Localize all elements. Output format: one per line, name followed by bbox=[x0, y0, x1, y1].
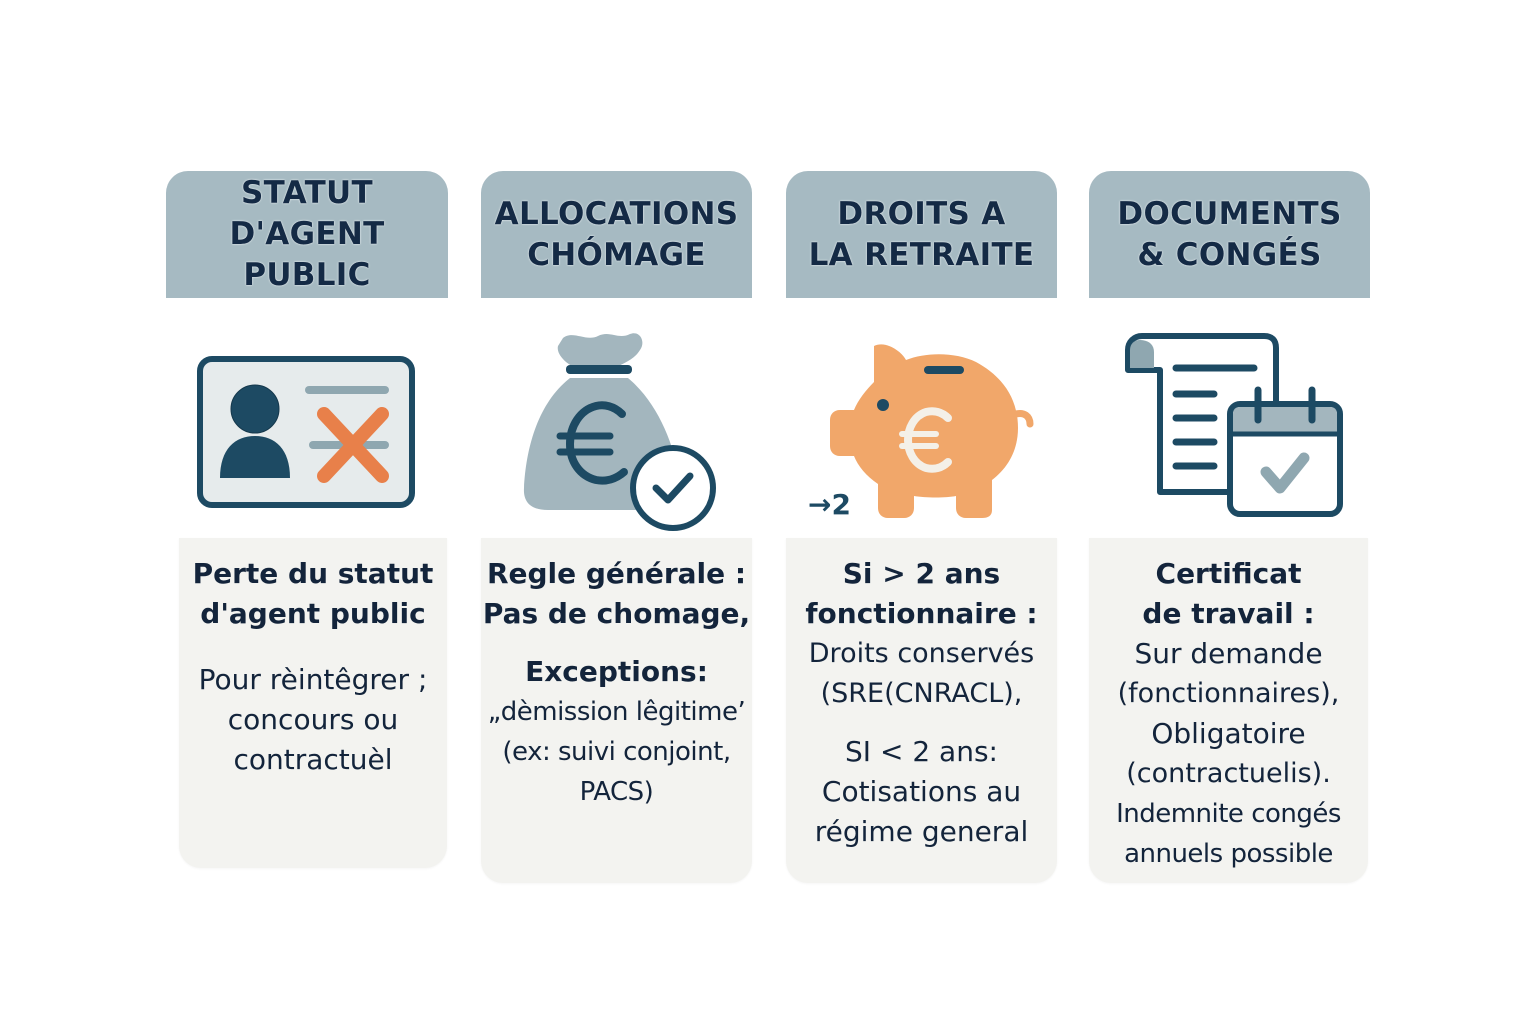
card-body-line: „dèmission lêgitime’ bbox=[487, 697, 746, 727]
card-subtitle: SI < 2 ans: bbox=[845, 735, 998, 768]
card-body-line: (contractuelis). bbox=[1126, 758, 1331, 789]
card-title-line: d'agent public bbox=[200, 597, 426, 630]
header-documents-conges: DOCUMENTS & CONGÉS bbox=[1089, 171, 1370, 298]
header-allocations-chomage: ALLOCATIONS CHÓMAGE bbox=[481, 171, 752, 298]
card-body-line: (ex: suivi conjoint, bbox=[502, 737, 731, 767]
header-line-1: STATUT bbox=[241, 175, 373, 211]
header-line-1: DOCUMENTS bbox=[1117, 195, 1342, 232]
arrow-two-label: →2 bbox=[808, 488, 851, 521]
card-retraite: Si > 2 ans fonctionnaire : Droits conser… bbox=[786, 538, 1057, 883]
card-subtitle: Exceptions: bbox=[525, 655, 708, 688]
card-body-line: régime general bbox=[814, 815, 1029, 848]
card-title-line: Regle générale : bbox=[486, 557, 747, 590]
card-body-line: PACS) bbox=[579, 777, 654, 807]
header-statut-agent-public: STATUT D'AGENT PUBLIC bbox=[166, 171, 448, 298]
header-line-2: & CONGÉS bbox=[1137, 236, 1322, 273]
card-body-line: Indemnite congés bbox=[1116, 799, 1341, 829]
card-body-line: concours ou bbox=[227, 703, 399, 736]
card-body-line: (SRE(CNRACL), bbox=[820, 678, 1023, 709]
card-body-line: Droits conservés bbox=[808, 638, 1035, 669]
card-body-line: Obligatoire bbox=[1151, 717, 1306, 750]
card-body-line: contractuèl bbox=[233, 743, 393, 776]
header-droits-retraite: DROITS A LA RETRAITE bbox=[786, 171, 1057, 298]
card-body-line: Pour rèintêgrer ; bbox=[198, 663, 428, 696]
header-line-2: D'AGENT PUBLIC bbox=[229, 216, 385, 293]
card-title-line: de travail : bbox=[1142, 597, 1315, 630]
header-line-2: CHÓMAGE bbox=[527, 236, 706, 273]
id-card-revoked-icon bbox=[197, 356, 417, 512]
header-line-1: ALLOCATIONS bbox=[494, 195, 739, 232]
money-bag-check-icon bbox=[518, 328, 723, 537]
card-allocations: Regle générale : Pas de chomage, Excepti… bbox=[481, 538, 752, 883]
card-body-line: Sur demande bbox=[1134, 637, 1323, 670]
header-line-1: DROITS A bbox=[837, 195, 1006, 232]
card-title-line: Si > 2 ans bbox=[842, 557, 1001, 590]
card-title-line: fonctionnaire : bbox=[805, 597, 1038, 630]
card-documents: Certificat de travail : Sur demande (fon… bbox=[1089, 538, 1368, 883]
card-title-line: Pas de chomage, bbox=[482, 597, 751, 630]
card-body-line: (fonctionnaires), bbox=[1117, 678, 1340, 709]
header-line-2: LA RETRAITE bbox=[808, 236, 1035, 273]
card-statut: Perte du statut d'agent public Pour rèin… bbox=[179, 538, 447, 868]
card-body-line: annuels possible bbox=[1124, 839, 1333, 869]
card-title-line: Certificat bbox=[1155, 557, 1302, 590]
document-calendar-check-icon bbox=[1124, 332, 1346, 524]
card-body-line: Cotisations au bbox=[821, 775, 1022, 808]
card-title-line: Perte du statut bbox=[192, 557, 434, 590]
piggy-bank-euro-icon bbox=[806, 338, 1038, 527]
